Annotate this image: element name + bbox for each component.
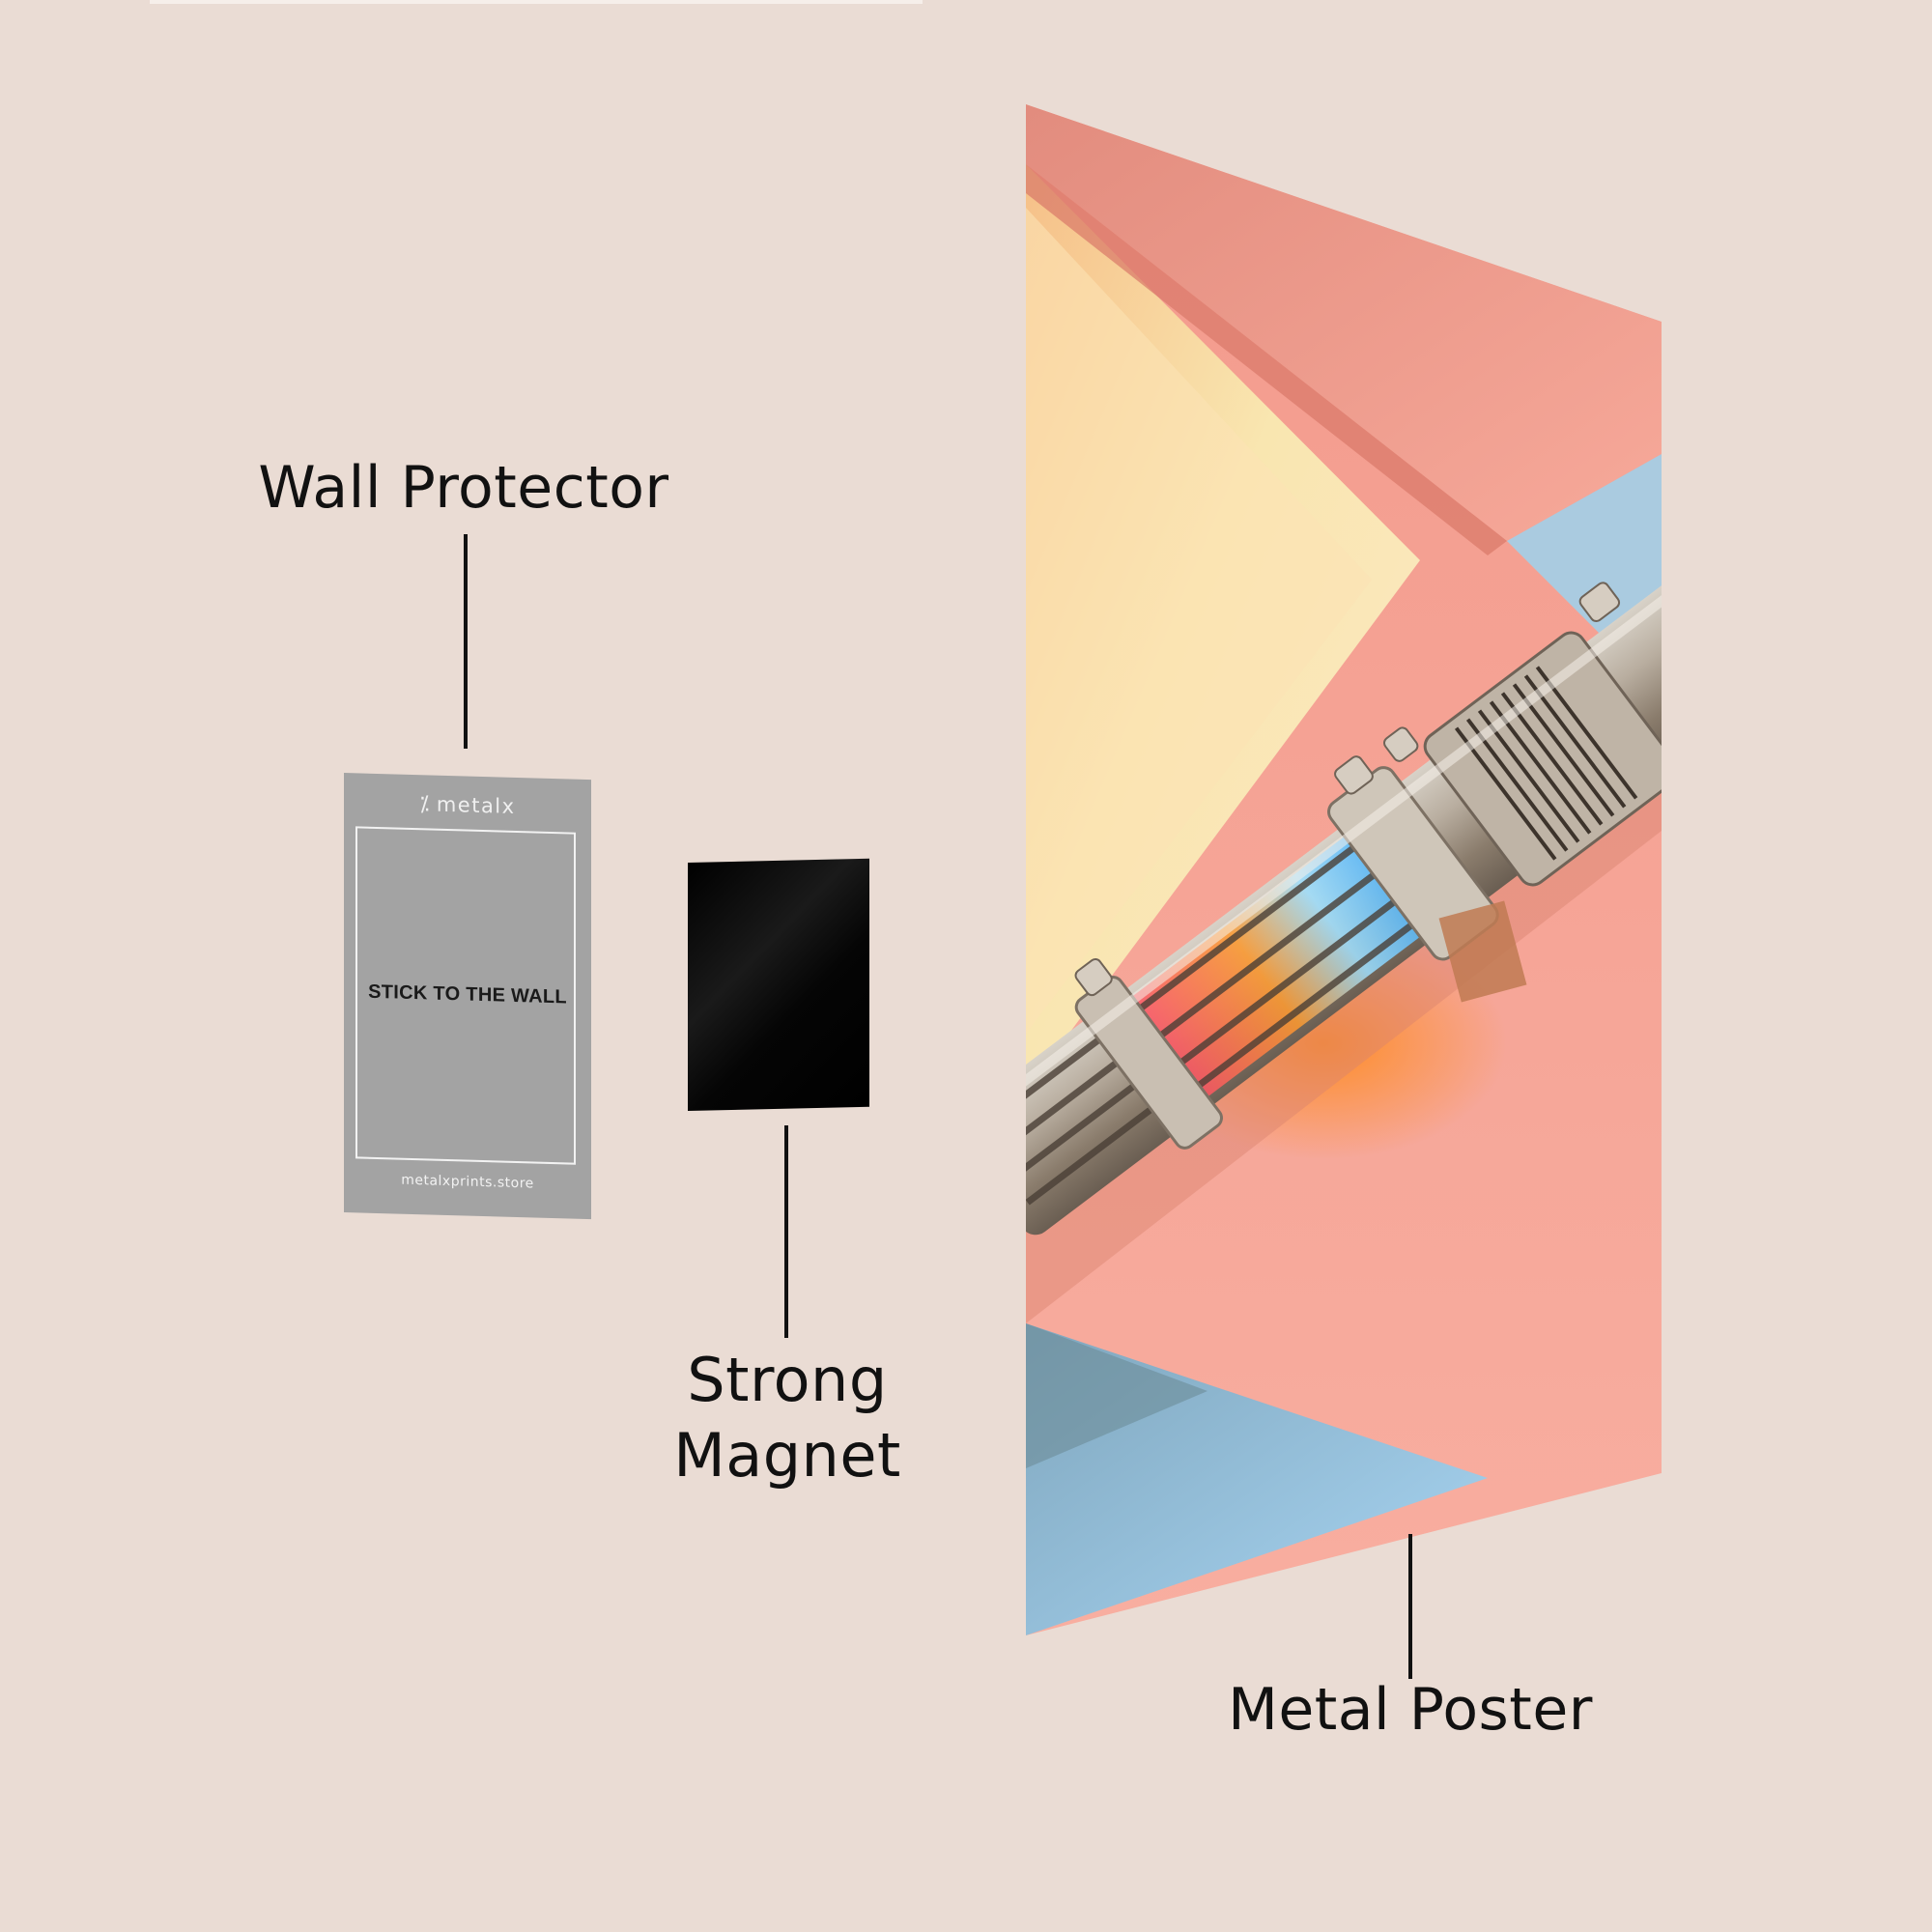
strong-magnet-leader-line [784,1125,788,1338]
metal-poster-leader-line [1408,1534,1412,1679]
metal-poster-label: Metal Poster [1228,1676,1593,1744]
top-strip [150,0,923,4]
strong-magnet-label: Strong Magnet [618,1343,956,1493]
wall-protector-leader-line [464,534,468,749]
strong-magnet-label-line2: Magnet [673,1420,901,1491]
strong-magnet-label-line1: Strong [687,1345,888,1415]
wall-protector-label: Wall Protector [258,454,669,522]
